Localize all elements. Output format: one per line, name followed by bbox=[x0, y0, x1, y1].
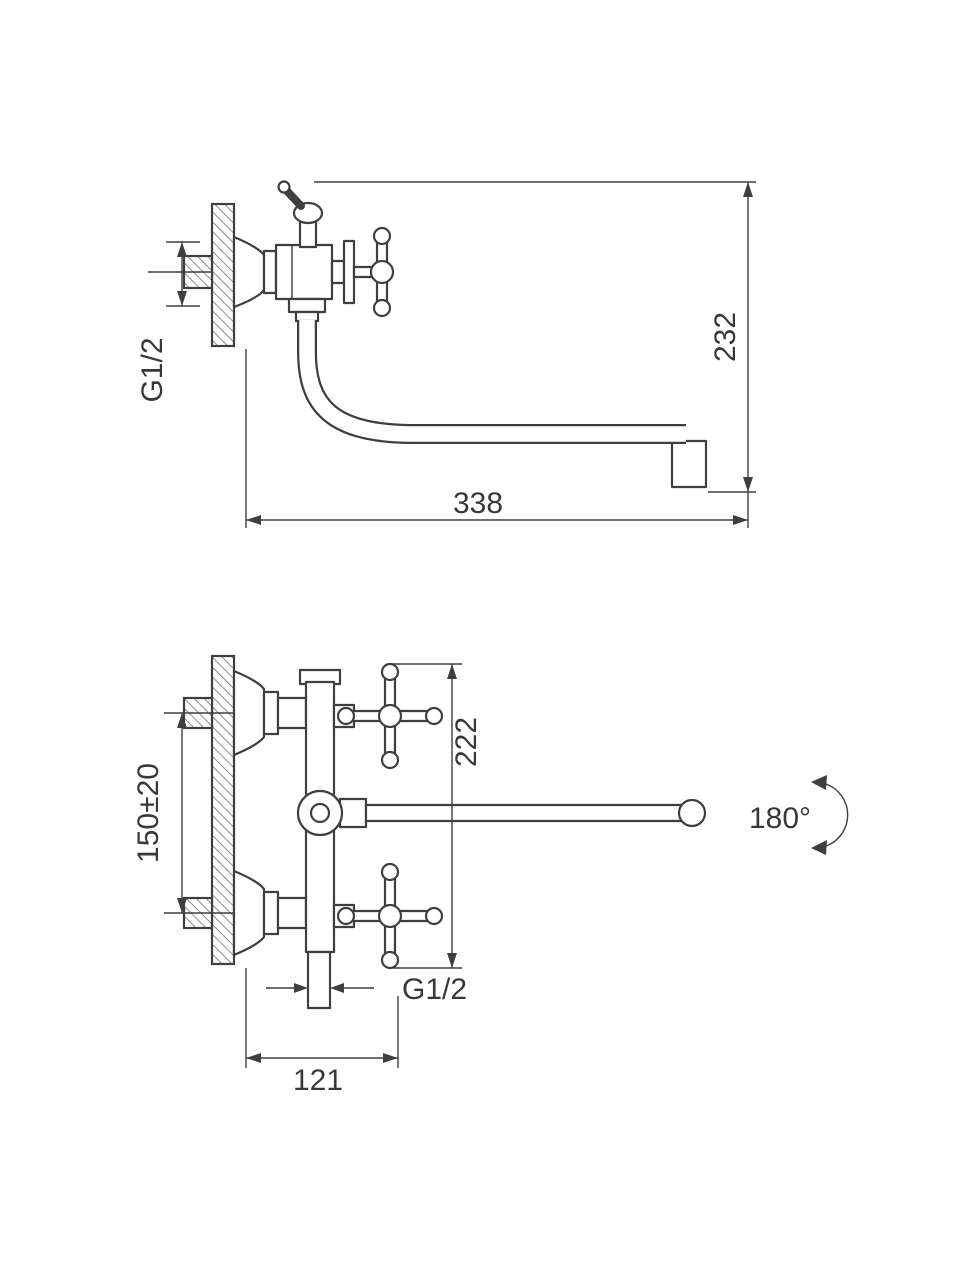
spoke-down bbox=[383, 923, 397, 957]
arrowhead bbox=[743, 477, 753, 492]
dim-inlet-thread-label: G1/2 bbox=[136, 337, 169, 402]
spoke-left bbox=[350, 709, 382, 723]
arrowhead bbox=[177, 242, 187, 257]
handle-hub bbox=[377, 903, 403, 929]
arrowhead bbox=[811, 840, 827, 855]
dimension-wall-offset: 121 bbox=[245, 968, 399, 1097]
escutcheon bbox=[232, 235, 266, 309]
arrowhead bbox=[177, 898, 187, 913]
handle-ball-top bbox=[372, 226, 392, 246]
s-spout-tube bbox=[299, 320, 686, 442]
spout-tube-long bbox=[364, 803, 686, 823]
faucet-side-view bbox=[232, 180, 708, 489]
arrowhead bbox=[811, 775, 827, 790]
front-view: 150±20 222 G1/2 121 bbox=[132, 654, 849, 1097]
spout-end-knob bbox=[677, 798, 707, 828]
dim-reach-338-label: 338 bbox=[453, 487, 503, 520]
cross-handle-bottom-front bbox=[332, 862, 444, 970]
handle-stem bbox=[330, 259, 346, 285]
swivel-spout bbox=[296, 789, 707, 837]
wall-section bbox=[210, 202, 236, 348]
connector-ring bbox=[262, 249, 278, 295]
ball-up bbox=[380, 862, 400, 882]
ball-down bbox=[380, 950, 400, 970]
spout-pivot-axis bbox=[309, 802, 331, 824]
ball-left bbox=[336, 906, 356, 926]
shower-outlet-stub bbox=[306, 950, 332, 1010]
dimension-overall-height-top: 232 bbox=[314, 181, 756, 528]
annotation-swivel-angle: 180° bbox=[749, 775, 849, 855]
connector-ring-bottom bbox=[262, 890, 280, 936]
s-spout-tube-outline bbox=[297, 320, 686, 444]
swivel-angle-label: 180° bbox=[749, 802, 811, 835]
arrowhead bbox=[743, 182, 753, 197]
ball-down bbox=[380, 750, 400, 770]
mixer-body bbox=[274, 243, 334, 301]
faucet-front-view bbox=[232, 662, 707, 1010]
eccentric-connector-bottom bbox=[276, 896, 308, 930]
arrowhead bbox=[447, 953, 457, 968]
spoke-up bbox=[383, 676, 397, 710]
dimension-outlet-thread: G1/2 bbox=[266, 973, 467, 1006]
ball-right bbox=[424, 906, 444, 926]
spoke-right bbox=[397, 909, 429, 923]
spoke-left bbox=[350, 909, 382, 923]
top-view: 232 338 G1/2 bbox=[136, 180, 756, 528]
arrowhead bbox=[330, 983, 344, 993]
wall-section bbox=[210, 654, 236, 966]
dim-150-label: 150±20 bbox=[132, 763, 165, 863]
ball-left bbox=[336, 706, 356, 726]
arrowhead bbox=[447, 664, 457, 679]
arrowhead bbox=[177, 291, 187, 306]
connector-ring-top bbox=[262, 690, 280, 736]
diverter-lever bbox=[283, 187, 305, 210]
ball-up bbox=[380, 662, 400, 682]
spoke-down bbox=[383, 723, 397, 757]
dim-outlet-thread-label: G1/2 bbox=[402, 973, 467, 1006]
dimension-mounting-centers: 150±20 bbox=[132, 713, 187, 913]
dim-121-label: 121 bbox=[293, 1064, 343, 1097]
dimension-inlet-thread: G1/2 bbox=[136, 241, 200, 403]
arrowhead bbox=[294, 983, 308, 993]
spout-nut bbox=[287, 297, 327, 314]
arrowhead bbox=[383, 1053, 398, 1063]
dim-height-232-label: 232 bbox=[709, 312, 742, 362]
dim-height-222-label: 222 bbox=[450, 717, 483, 767]
handle-ball-bottom bbox=[372, 298, 392, 318]
handle-hub bbox=[369, 259, 395, 285]
escutcheon-bottom bbox=[232, 869, 266, 957]
rotation-arc bbox=[825, 783, 849, 847]
spoke-up bbox=[383, 876, 397, 910]
arrowhead bbox=[246, 515, 261, 525]
spout-connector-block bbox=[338, 797, 368, 829]
eccentric-connector-top bbox=[276, 696, 308, 730]
handle-plate bbox=[342, 239, 356, 305]
spout-collar bbox=[294, 310, 320, 323]
cross-handle-side bbox=[330, 226, 395, 318]
escutcheon-top bbox=[232, 669, 266, 757]
lever-ball bbox=[277, 180, 291, 194]
ball-right bbox=[424, 706, 444, 726]
arrowhead bbox=[177, 713, 187, 728]
cross-handle-top-front bbox=[332, 662, 444, 770]
handle-hub bbox=[377, 703, 403, 729]
dimension-spout-reach: 338 bbox=[245, 349, 748, 528]
arrowhead bbox=[733, 515, 748, 525]
spout-nozzle bbox=[670, 439, 708, 489]
dimension-overall-height-front: 222 bbox=[392, 663, 483, 969]
spoke-right bbox=[397, 709, 429, 723]
arrowhead bbox=[246, 1053, 261, 1063]
